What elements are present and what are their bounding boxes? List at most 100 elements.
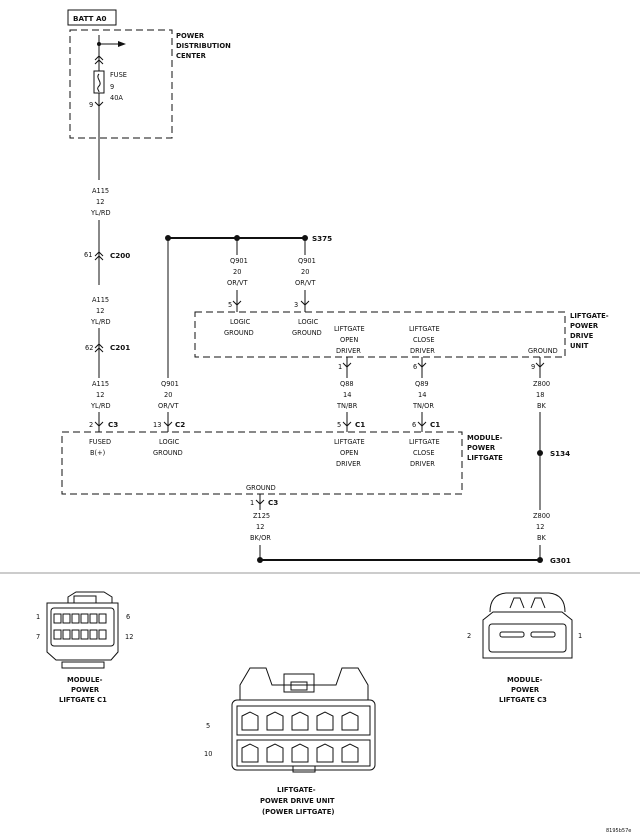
module-title-1: MODULE- (467, 434, 503, 442)
batt-label: BATT A0 (73, 14, 107, 23)
gnd-c3-label: C3 (268, 498, 278, 507)
pdu-open-2: OPEN (340, 336, 358, 344)
z125-gauge: 12 (256, 523, 264, 531)
c3-cavity-1 (530, 631, 556, 638)
module-fused-2: B(+) (90, 449, 105, 457)
c1-caption-1: MODULE- (67, 676, 103, 684)
c3-housing (482, 611, 573, 659)
a115-2-circuit: A115 (92, 296, 109, 304)
z125-color: BK/OR (250, 534, 271, 542)
a115-1-color: YL/RD (90, 209, 111, 217)
pdu-logic1-b: GROUND (224, 329, 254, 337)
pdu-logic2-b: GROUND (292, 329, 322, 337)
module-close-2: CLOSE (413, 449, 435, 457)
c1-pin-br: 12 (125, 633, 133, 641)
a115-1-gauge: 12 (96, 198, 104, 206)
a115-3-color: YL/RD (90, 402, 111, 410)
pdu-pin5: 5 (228, 301, 232, 309)
fuse-label: FUSE (110, 71, 127, 79)
pdc-title-1: POWER (176, 32, 205, 40)
c1-pin-bl: 7 (36, 633, 40, 641)
c3-caption-3: LIFTGATE C3 (499, 696, 547, 704)
a115-3-circuit: A115 (92, 380, 109, 388)
q89-color: TN/OR (412, 402, 434, 410)
c1-base (61, 661, 105, 669)
module-fused-1: FUSED (89, 438, 111, 446)
pdu-conn-cavities-bottom (241, 743, 359, 763)
c1-pin-tl: 1 (36, 613, 40, 621)
pdc-terminal-icon (94, 55, 104, 61)
z125-circuit: Z125 (253, 512, 270, 520)
pdc-box (69, 29, 173, 139)
module-close-1: LIFTGATE (409, 438, 440, 446)
c1-caption-3: LIFTGATE C1 (59, 696, 107, 704)
module-open-2: OPEN (340, 449, 358, 457)
pdu-title-3: DRIVE (570, 332, 594, 340)
pdu-conn-row-top (236, 705, 371, 736)
pdc-pin-icon (94, 101, 104, 107)
q901-bottom-circuit: Q901 (161, 380, 179, 388)
mod-c1a-label: C1 (355, 420, 365, 429)
pdc-arrow-icon (118, 41, 126, 47)
q901-bottom-gauge: 20 (164, 391, 172, 399)
c1-cavities (53, 613, 107, 640)
pdu-view-pin-top: 5 (206, 722, 210, 730)
c201-icon-2 (94, 347, 104, 353)
pdc-terminal-icon-2 (94, 59, 104, 65)
mod-c3-label: C3 (108, 420, 118, 429)
mod-c2-pin: 13 (153, 421, 161, 429)
q901-mid-circuit: Q901 (298, 257, 316, 265)
a115-2-gauge: 12 (96, 307, 104, 315)
q901-mid-gauge: 20 (301, 268, 309, 276)
a115-2-color: YL/RD (90, 318, 111, 326)
c3-pin-l: 2 (467, 632, 471, 640)
module-open-1: LIFTGATE (334, 438, 365, 446)
s134-label: S134 (550, 449, 570, 458)
mod-c1b-icon (417, 421, 427, 427)
pdu-open-3: DRIVER (336, 347, 361, 355)
pdu-pin1: 1 (338, 363, 342, 371)
pdu-pin3: 3 (294, 301, 298, 309)
figure-code: 8195b57e (606, 828, 631, 834)
fuse-element-icon (97, 73, 101, 93)
pdu-pin6: 6 (413, 363, 417, 371)
pdu-conn-key (292, 765, 316, 773)
z800-bottom-circuit: Z800 (533, 512, 550, 520)
gnd-c3-pin: 1 (250, 499, 254, 507)
pdc-pin: 9 (89, 101, 93, 109)
s375-label: S375 (312, 234, 332, 243)
batt-box (67, 9, 117, 26)
c3-caption-1: MODULE- (507, 676, 543, 684)
a115-1-circuit: A115 (92, 187, 109, 195)
pdu-pin6-icon (417, 362, 427, 368)
q88-color: TN/BR (336, 402, 358, 410)
mod-c2-icon (163, 421, 173, 427)
mod-c1b-pin: 6 (412, 421, 416, 429)
pdc-title-3: CENTER (176, 52, 207, 60)
pdc-title-2: DISTRIBUTION (176, 42, 231, 50)
c201-label: C201 (110, 343, 130, 352)
pdu-ground: GROUND (528, 347, 558, 355)
c201-icon (94, 343, 104, 349)
module-box (61, 431, 463, 495)
pdu-title-2: POWER (570, 322, 599, 330)
q901-left-gauge: 20 (233, 268, 241, 276)
pdu-caption-2: POWER DRIVE UNIT (260, 797, 335, 805)
fuse-number: 9 (110, 83, 114, 91)
a115-3-gauge: 12 (96, 391, 104, 399)
q89-gauge: 14 (418, 391, 426, 399)
q88-circuit: Q88 (340, 380, 354, 388)
pdu-pin9-icon (535, 362, 545, 368)
mod-c2-label: C2 (175, 420, 185, 429)
pdu-close-2: CLOSE (413, 336, 435, 344)
pdu-caption-3: (POWER LIFTGATE) (262, 808, 334, 816)
c3-face (488, 623, 567, 653)
c3-hood (489, 592, 566, 613)
c1-pin-tr: 6 (126, 613, 130, 621)
g301-node-left (257, 557, 263, 563)
connector-view-pdu: 5 10 LIFTGATE- POWER DRIVE UNIT (POWER L… (204, 667, 376, 816)
pdu-logic1-a: LOGIC (230, 318, 251, 326)
c3-cavity-2 (499, 631, 525, 638)
